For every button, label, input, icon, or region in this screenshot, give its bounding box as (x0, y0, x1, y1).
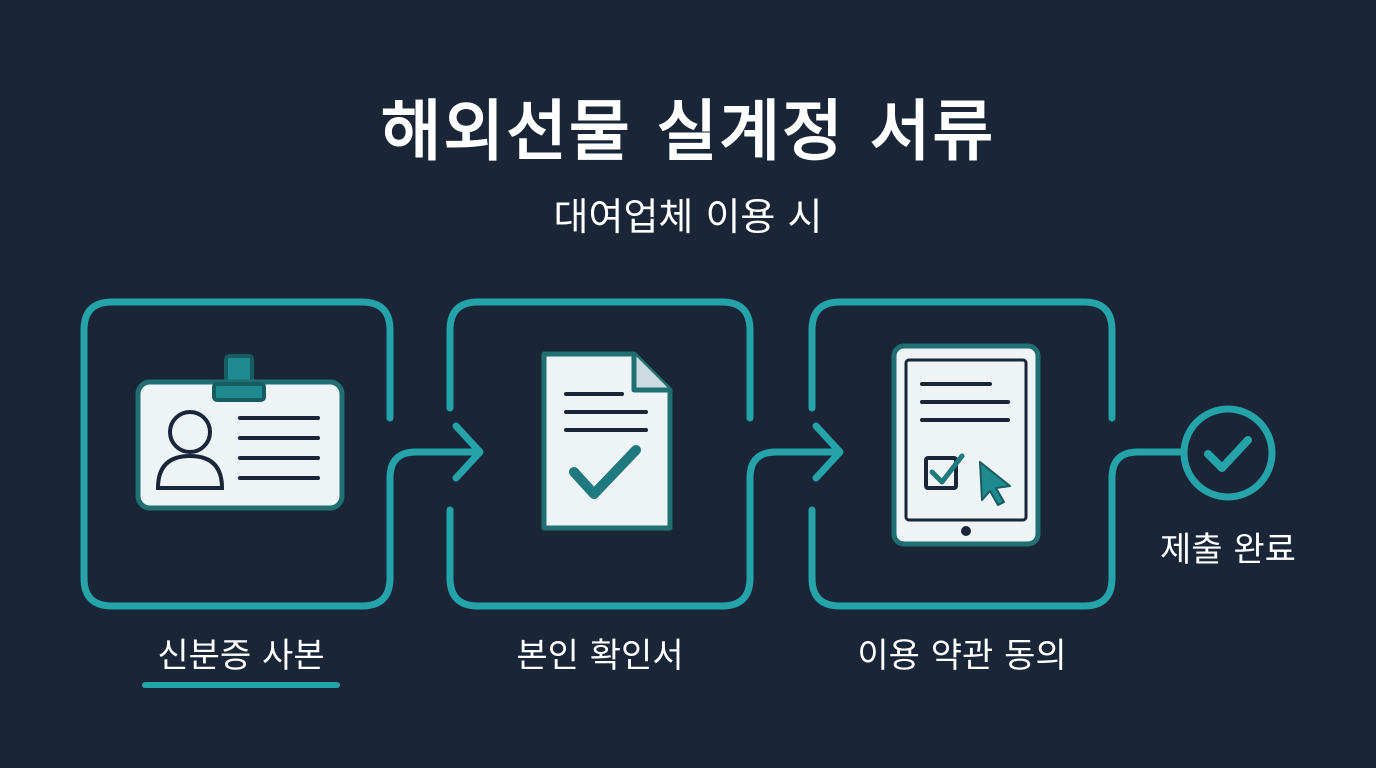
final-step-label: 제출 완료 (1160, 530, 1296, 570)
page-subtitle: 대여업체 이용 시 (553, 195, 823, 239)
id-card-icon (135, 354, 345, 511)
page-title: 해외선물 실계정 서류 (380, 93, 996, 170)
connector-line-3 (1108, 448, 1184, 514)
connector-arrow-2 (746, 448, 838, 514)
arrow-head-2 (812, 422, 844, 482)
check-mark (1204, 436, 1252, 472)
step-label-3: 이용 약관 동의 (857, 636, 1067, 676)
step-box-2 (446, 298, 754, 422)
document-check-icon (541, 351, 673, 531)
tablet-checkbox-icon (891, 343, 1041, 547)
active-step-underline (142, 682, 340, 688)
step-label-2: 본인 확인서 (516, 636, 684, 676)
step-box-3 (808, 298, 1116, 422)
connector-arrow-1 (386, 448, 478, 514)
cursor-icon (979, 461, 1011, 506)
arrow-head-1 (452, 422, 484, 482)
step-box-1 (80, 298, 394, 610)
check-circle-icon (1180, 405, 1276, 501)
step-label-1: 신분증 사본 (157, 636, 325, 676)
